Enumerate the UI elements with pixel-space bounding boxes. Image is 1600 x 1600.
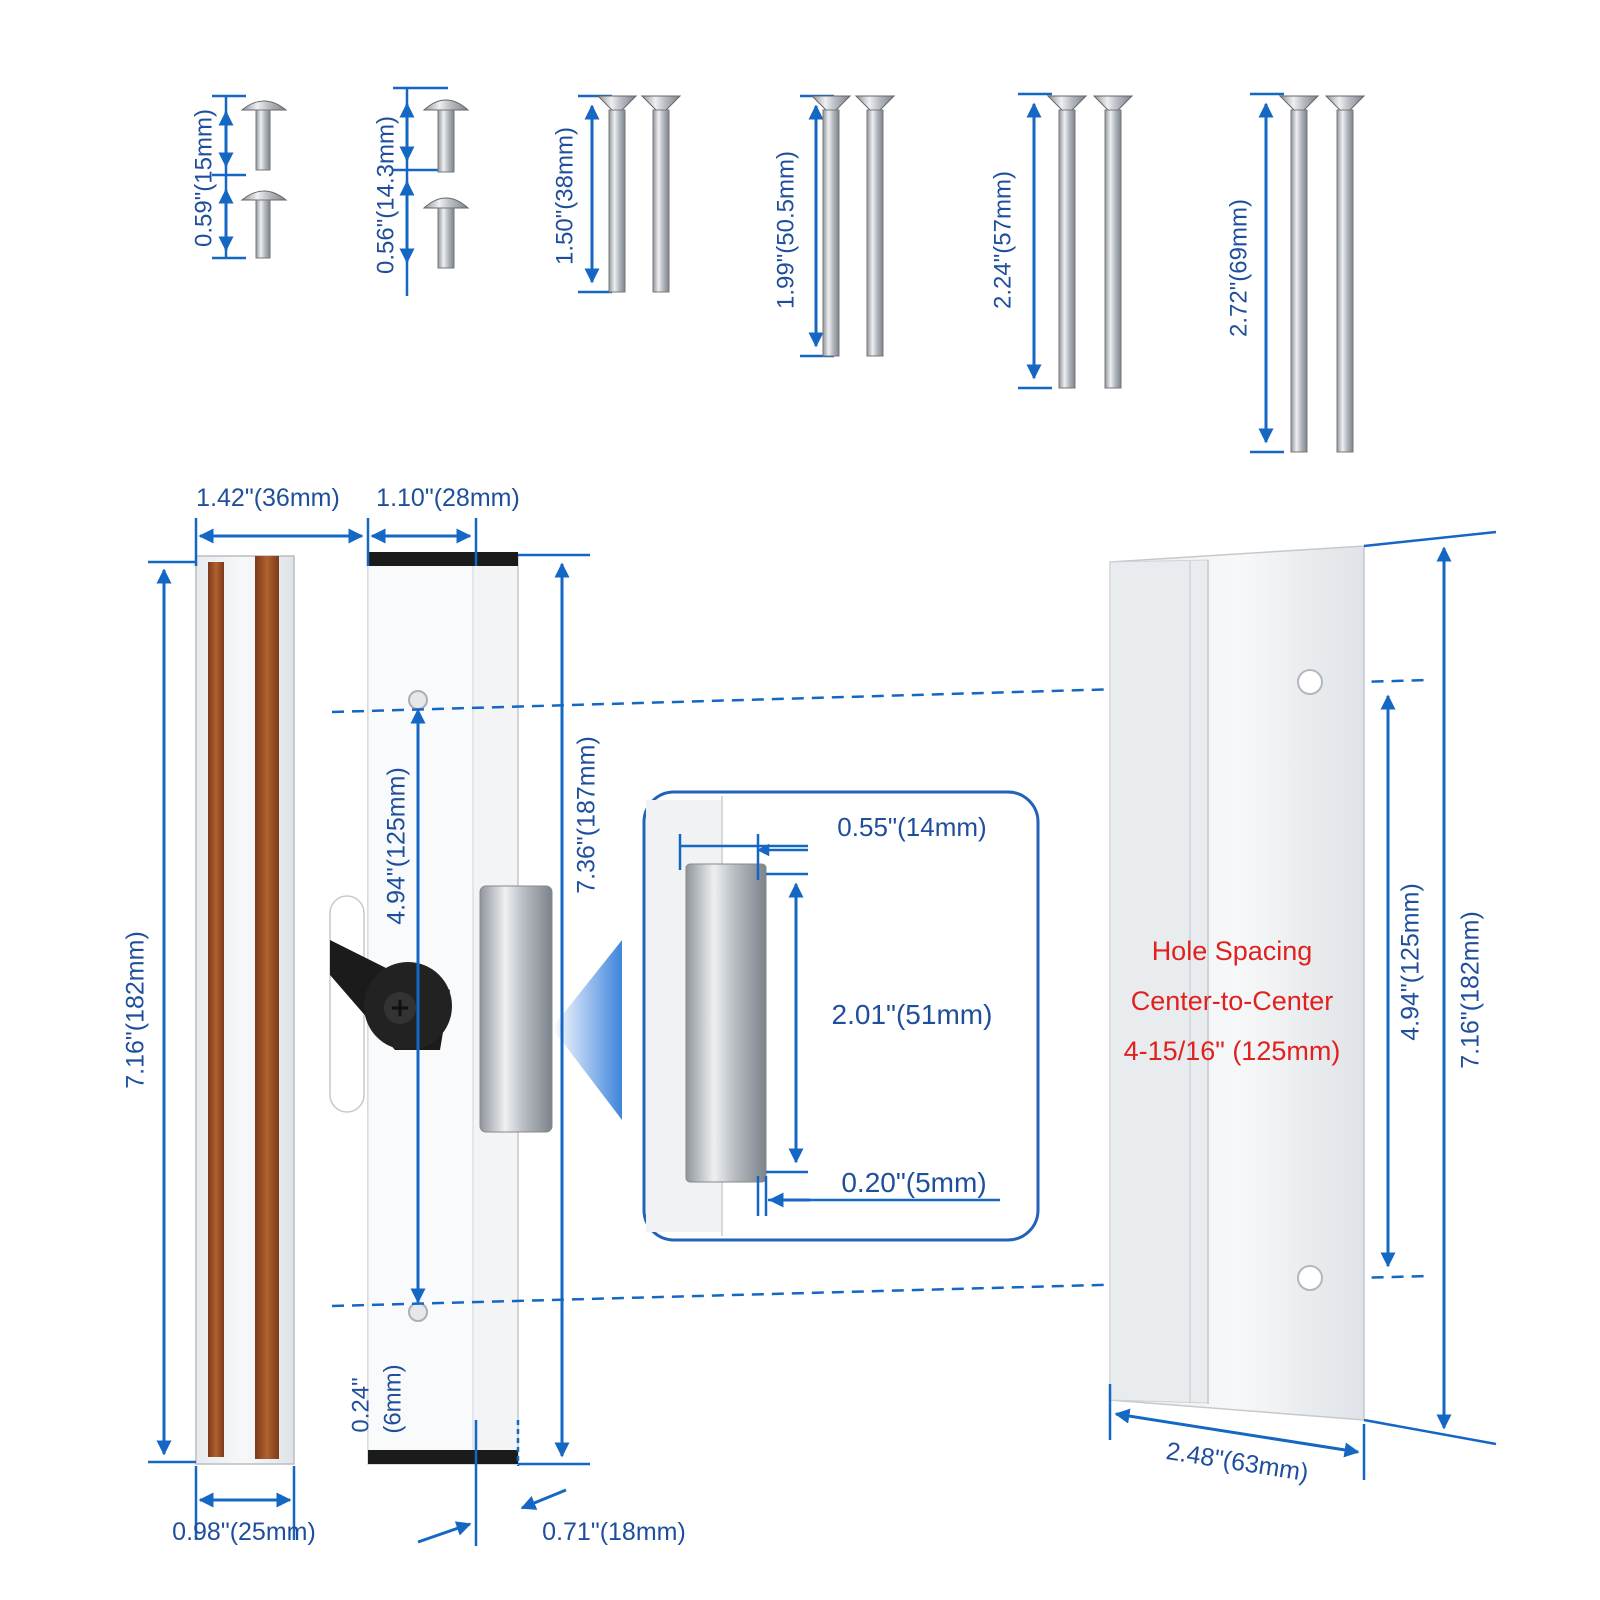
screw-38mm-group: 1.50"(38mm) — [551, 94, 682, 294]
hole-spacing-label: 4.94"(125mm) — [383, 767, 411, 925]
screw-15mm-group: 0.59"(15mm) — [190, 94, 288, 260]
screw-69mm-group: 2.72"(69mm) — [1225, 92, 1366, 454]
plate-width-label: 2.48"(63mm) — [1164, 1437, 1310, 1487]
handle-height-label: 7.16"(182mm) — [122, 931, 150, 1089]
latch-hook — [479, 885, 553, 1133]
screw-14mm-group: 0.56"(14.3mm) — [372, 86, 470, 296]
screw-hole — [408, 1302, 428, 1322]
flat-head-screw-icon — [596, 95, 638, 293]
screw-length-label: 2.24"(57mm) — [989, 171, 1016, 309]
hole-spacing-note-line3: 4-15/16" (125mm) — [1124, 1036, 1341, 1066]
plate-screw-hole — [1297, 669, 1323, 695]
latch-width-label: 0.55"(14mm) — [837, 812, 986, 842]
flat-head-screw-icon — [810, 95, 852, 357]
screw-length-label: 1.50"(38mm) — [551, 127, 578, 265]
plate-screw-hole — [1297, 1265, 1323, 1291]
flat-head-screw-icon — [1278, 95, 1320, 453]
outside-handle: 1.42"(36mm) 1.10"(28mm) 7.16"(182mm) 7.3… — [122, 484, 686, 1546]
latch-height-label: 2.01"(51mm) — [832, 999, 993, 1030]
screw-50mm-group: 1.99"(50.5mm) — [772, 94, 896, 358]
screws-row: 0.59"(15mm) 0.56"(14.3mm) — [190, 86, 1366, 454]
screw-length-label: 1.99"(50.5mm) — [772, 151, 799, 309]
hole-alignment-line — [331, 1274, 1429, 1308]
bottom-width-label: 0.98"(25mm) — [172, 1518, 316, 1546]
inside-mounting-plate: Hole Spacing Center-to-Center 4-15/16" (… — [1108, 530, 1497, 1487]
screw-hole — [408, 690, 428, 710]
handle-width-right-label: 1.10"(28mm) — [376, 484, 520, 512]
hole-offset-label: 0.24" — [347, 1377, 374, 1432]
hole-offset-label-mm: (6mm) — [379, 1364, 406, 1433]
truss-screw-icon — [422, 197, 470, 269]
hole-alignment-line — [331, 678, 1429, 714]
handle-width-left-label: 1.42"(36mm) — [196, 484, 340, 512]
screw-length-label: 2.72"(69mm) — [1225, 199, 1252, 337]
truss-screw-icon — [422, 99, 470, 173]
screw-length-label: 0.59"(15mm) — [190, 109, 217, 247]
rivet-screw-icon — [240, 190, 288, 259]
plate-hole-spacing-label: 4.94"(125mm) — [1397, 883, 1425, 1041]
flat-head-screw-icon — [854, 95, 896, 357]
latch-detail — [685, 863, 767, 1183]
latch-detail-callout: 0.55"(14mm) 2.01"(51mm) 0.20"(5mm) — [552, 790, 1040, 1242]
flat-head-screw-icon — [1046, 95, 1088, 389]
magnifier-beam — [552, 940, 622, 1120]
bottom-depth-label: 0.71"(18mm) — [542, 1518, 686, 1546]
flat-head-screw-icon — [1092, 95, 1134, 389]
latch-gap-label: 0.20"(5mm) — [841, 1167, 986, 1198]
flat-head-screw-icon — [1324, 95, 1366, 453]
plate-height-label: 7.16"(182mm) — [1457, 911, 1485, 1069]
screw-57mm-group: 2.24"(57mm) — [989, 92, 1134, 390]
body-height-label: 7.36"(187mm) — [573, 736, 601, 894]
rivet-screw-icon — [240, 100, 288, 171]
hole-spacing-note-line1: Hole Spacing — [1152, 936, 1313, 966]
wood-inlay — [255, 556, 279, 1459]
screw-length-label: 0.56"(14.3mm) — [372, 116, 399, 274]
hole-spacing-note-line2: Center-to-Center — [1131, 986, 1334, 1016]
flat-head-screw-icon — [640, 95, 682, 293]
wood-inlay — [208, 562, 224, 1457]
